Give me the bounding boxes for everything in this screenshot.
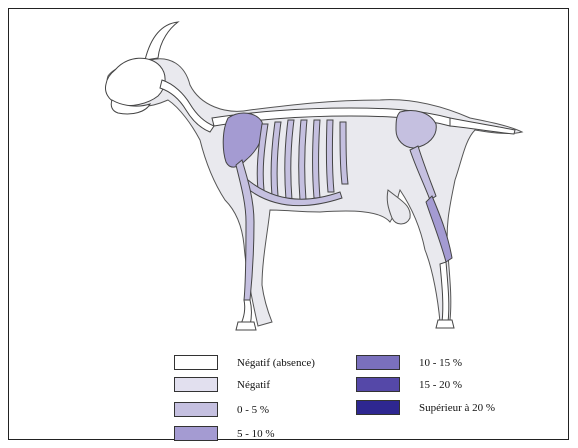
legend-item: 15 - 20 % [356,376,462,393]
legend-item: 0 - 5 % [174,401,269,418]
legend-swatch [356,377,400,392]
legend-label: Négatif [237,379,270,391]
legend-swatch [174,402,218,417]
legend-swatch [356,400,400,415]
goat-front-hoof [236,322,256,330]
goat-horn [145,22,178,60]
legend-swatch [174,355,218,370]
legend-label: Négatif (absence) [237,357,315,369]
legend-swatch [174,426,218,441]
legend-item: Négatif [174,376,270,393]
legend-label: Supérieur à 20 % [419,402,495,414]
legend-label: 10 - 15 % [419,357,462,369]
legend-label: 15 - 20 % [419,379,462,391]
legend-swatch [174,377,218,392]
legend-item: Négatif (absence) [174,354,315,371]
legend-item: Supérieur à 20 % [356,399,495,416]
legend-item: 5 - 10 % [174,425,275,442]
legend-item: 10 - 15 % [356,354,462,371]
legend-swatch [356,355,400,370]
goat-rear-hoof [436,320,454,328]
legend-label: 5 - 10 % [237,428,275,440]
legend-label: 0 - 5 % [237,404,269,416]
